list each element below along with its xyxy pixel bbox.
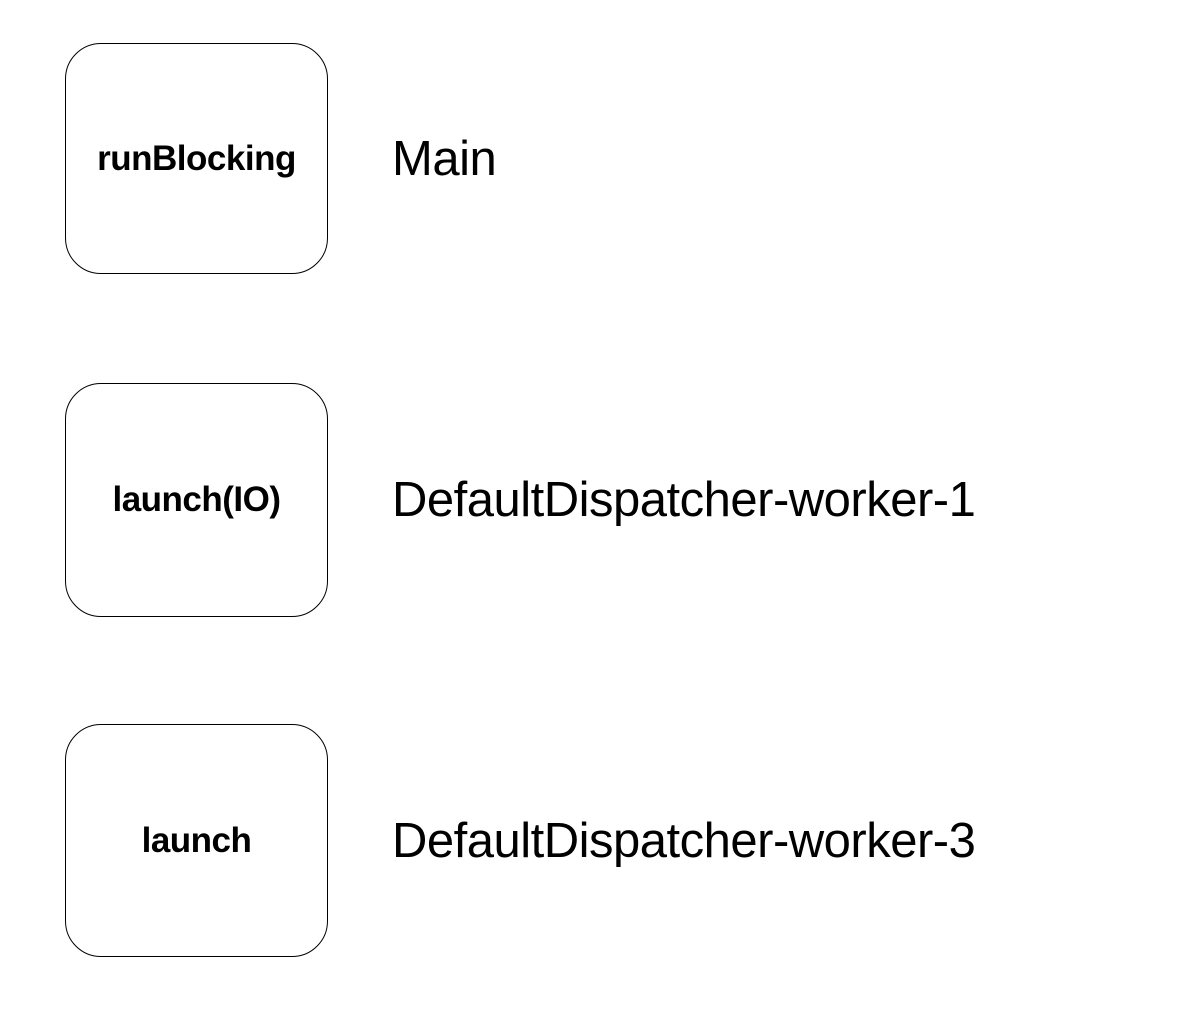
coroutine-box-launch: launch <box>65 724 328 957</box>
diagram-row: launch DefaultDispatcher-worker-3 <box>65 724 976 957</box>
coroutine-box-label: launch <box>141 820 252 860</box>
coroutine-box-launch-io: launch(IO) <box>65 383 328 617</box>
thread-name-label: Main <box>392 131 497 186</box>
coroutine-box-label: launch(IO) <box>112 480 281 519</box>
thread-name-label: DefaultDispatcher-worker-1 <box>392 473 976 527</box>
coroutine-box-label: runBlocking <box>97 138 296 178</box>
diagram-row: launch(IO) DefaultDispatcher-worker-1 <box>65 383 976 617</box>
thread-name-label: DefaultDispatcher-worker-3 <box>392 813 976 868</box>
diagram-row: runBlocking Main <box>65 43 497 274</box>
coroutine-box-runblocking: runBlocking <box>65 43 328 274</box>
